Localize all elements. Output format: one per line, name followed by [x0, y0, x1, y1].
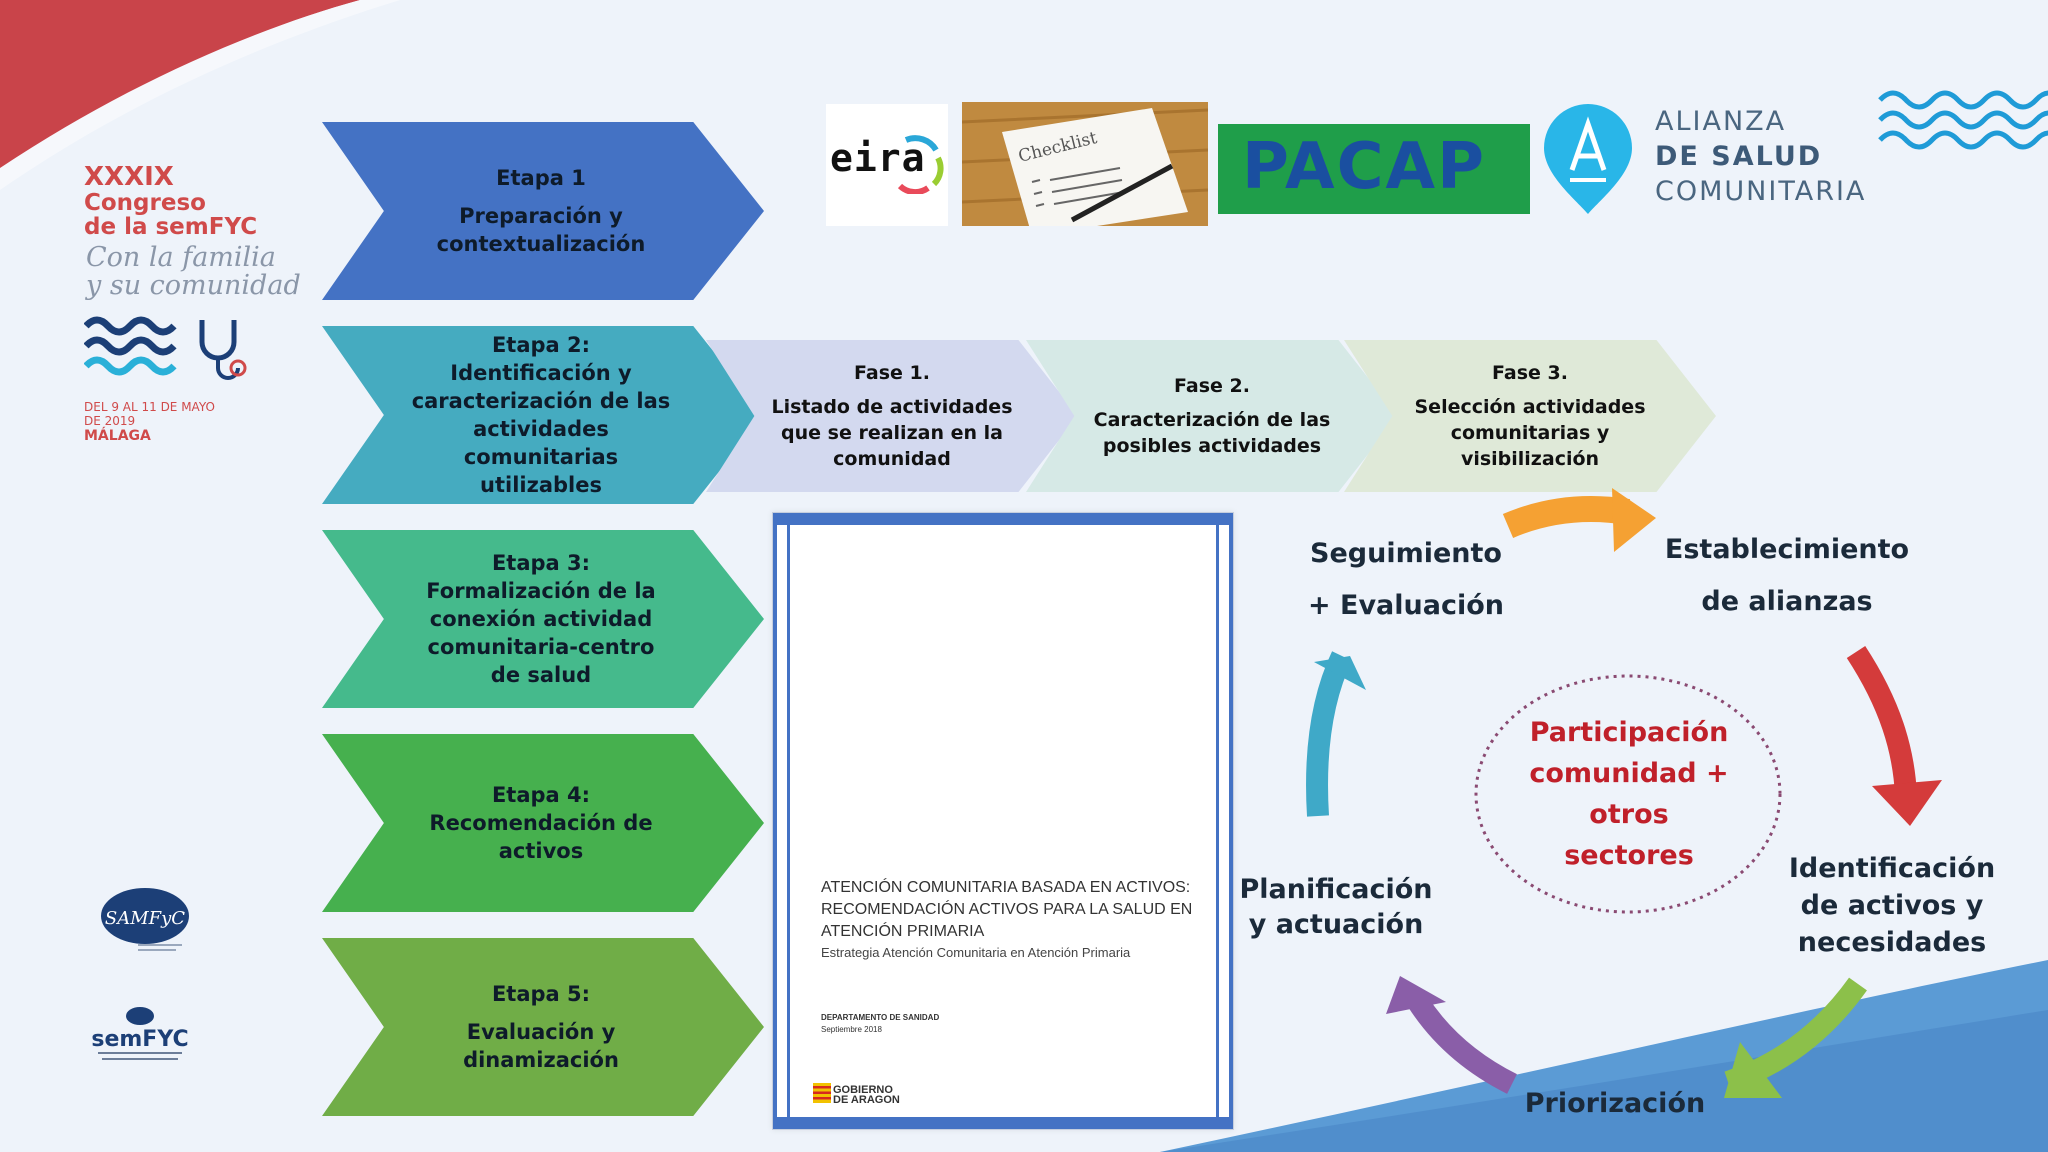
etapa-1-title: Etapa 1: [496, 166, 586, 190]
document-top-bar: [773, 513, 1233, 525]
semfyc-logo-text: semFYC: [91, 1027, 188, 1052]
cycle-establecimiento-1: Establecimiento: [1664, 534, 1910, 565]
cycle-planificacion-1: Planificación: [1239, 874, 1433, 905]
cycle-identificacion-2: de activos y: [1800, 890, 1984, 921]
arrow-orange: [1502, 495, 1631, 539]
arrow-green-head: [1724, 1042, 1782, 1098]
checklist-paper-icon: Checklist: [962, 102, 1208, 226]
fase-3-chevron: Fase 3. Selección actividades comunitari…: [1344, 340, 1716, 492]
document-subtitle: Estrategia Atención Comunitaria en Atenc…: [821, 945, 1131, 960]
slogan-line-2: y su comunidad: [86, 270, 301, 301]
arrow-blue-head: [1314, 656, 1366, 690]
etapa-2-chevron: Etapa 2: Identificación y caracterizació…: [322, 326, 764, 504]
cycle-establecimiento-2: de alianzas: [1701, 586, 1873, 617]
cycle-center-line-2: comunidad +: [1529, 758, 1729, 789]
congress-city: MÁLAGA: [84, 428, 151, 444]
top-right-waves-icon: [1878, 90, 2048, 150]
top-left-red-swoosh: [0, 0, 360, 170]
cycle-center-line-1: Participación: [1529, 717, 1729, 748]
document-bottom-bar: [773, 1117, 1233, 1129]
fase-1-text: Listado de actividades que se realizan e…: [771, 396, 1013, 470]
arrow-red: [1846, 645, 1917, 797]
alianza-pin-icon: [1544, 104, 1632, 214]
fase-2-chevron: Fase 2. Caracterización de las posibles …: [1026, 340, 1398, 492]
etapa-3-text: Etapa 3: Formalización de la conexión ac…: [426, 551, 656, 687]
fase-3-text: Selección actividades comunitarias y vis…: [1414, 396, 1646, 470]
etapa-4-text: Etapa 4: Recomendación de activos: [429, 783, 653, 863]
etapa-5-chevron: Etapa 5: Evaluación y dinamización: [322, 938, 764, 1116]
cycle-center-text: Participación comunidad + otros sectores: [1478, 712, 1780, 876]
eira-logo: [826, 104, 948, 226]
alianza-text-2: DE SALUD: [1655, 141, 1823, 172]
document-gov-label: GOBIERNO DE ARAGON: [833, 1084, 900, 1106]
document-title: ATENCIÓN COMUNITARIA BASADA EN ACTIVOS: …: [821, 879, 1193, 940]
fase-1-chevron: Fase 1. Listado de actividades que se re…: [706, 340, 1078, 492]
cycle-planificacion-2: y actuación: [1248, 909, 1424, 940]
bottom-right-blue-wave-inner: [1160, 1010, 2048, 1152]
arrow-orange-head: [1612, 488, 1656, 552]
aragon-flag-icon: [813, 1083, 831, 1103]
cycle-center-line-3: otros: [1589, 799, 1669, 830]
fase-2-text: Caracterización de las posibles activida…: [1093, 409, 1331, 457]
pacap-logo: [1218, 124, 1530, 214]
fase-1-title: Fase 1.: [854, 362, 930, 384]
fase-3-title: Fase 3.: [1492, 362, 1568, 384]
semfyc-logo: semFYC: [91, 1007, 189, 1060]
arrow-purple: [1408, 995, 1517, 1094]
congress-label: Congreso: [84, 190, 206, 216]
congress-number: XXXIX: [84, 162, 174, 192]
slogan-line-1: Con la familia: [86, 242, 276, 273]
cycle-identificacion-3: necesidades: [1797, 927, 1987, 958]
cycle-center-line-4: sectores: [1564, 840, 1694, 871]
etapa-4-chevron: Etapa 4: Recomendación de activos: [322, 734, 764, 912]
eira-logo-text: eira: [830, 136, 926, 180]
etapa-5-text: Evaluación y dinamización: [463, 1020, 619, 1072]
congress-society: de la semFYC: [84, 214, 258, 240]
samfyc-logo-text: SAMFyC: [105, 908, 185, 929]
etapa-1-text: Preparación y contextualización: [436, 204, 646, 256]
congress-dates-1: DEL 9 AL 11 DE MAYO: [84, 400, 215, 414]
checklist-photo: Checklist: [962, 102, 1208, 226]
arrow-purple-head: [1386, 976, 1446, 1014]
etapa-5-title: Etapa 5:: [491, 982, 591, 1006]
eira-logo-swirl-icon: [897, 135, 944, 194]
etapa-3-chevron: Etapa 3: Formalización de la conexión ac…: [322, 530, 764, 708]
document-gov-line-2: DE ARAGON: [833, 1094, 900, 1106]
samfyc-logo: SAMFyC: [101, 888, 189, 951]
cycle-diagram: [1306, 488, 1942, 1098]
etapa-2-text: Etapa 2: Identificación y caracterizació…: [411, 333, 671, 497]
arrow-red-head: [1872, 780, 1942, 826]
etapa-1-chevron: Etapa 1 Preparación y contextualización: [322, 122, 764, 300]
cycle-identificacion-1: Identificación: [1788, 853, 1996, 884]
cycle-seguimiento-1: Seguimiento: [1310, 538, 1502, 569]
pacap-logo-text: PACAP: [1242, 130, 1486, 204]
waves-stethoscope-icon: [84, 316, 247, 380]
alianza-text-1: ALIANZA: [1655, 106, 1787, 137]
document-date: Septiembre 2018: [821, 1025, 882, 1034]
document-gov-line-1: GOBIERNO: [833, 1084, 893, 1096]
cycle-priorizacion: Priorización: [1524, 1088, 1706, 1119]
cycle-seguimiento-2: + Evaluación: [1307, 590, 1504, 621]
document-cover: ATENCIÓN COMUNITARIA BASADA EN ACTIVOS: …: [772, 512, 1234, 1130]
center-dotted-ellipse: [1474, 674, 1782, 914]
document-department: DEPARTAMENTO DE SANIDAD: [821, 1013, 940, 1022]
congress-dates-2: DE 2019: [84, 414, 136, 428]
fase-2-title: Fase 2.: [1174, 375, 1250, 397]
alianza-text-3: COMUNITARIA: [1655, 176, 1867, 207]
arrow-blue: [1306, 651, 1352, 817]
